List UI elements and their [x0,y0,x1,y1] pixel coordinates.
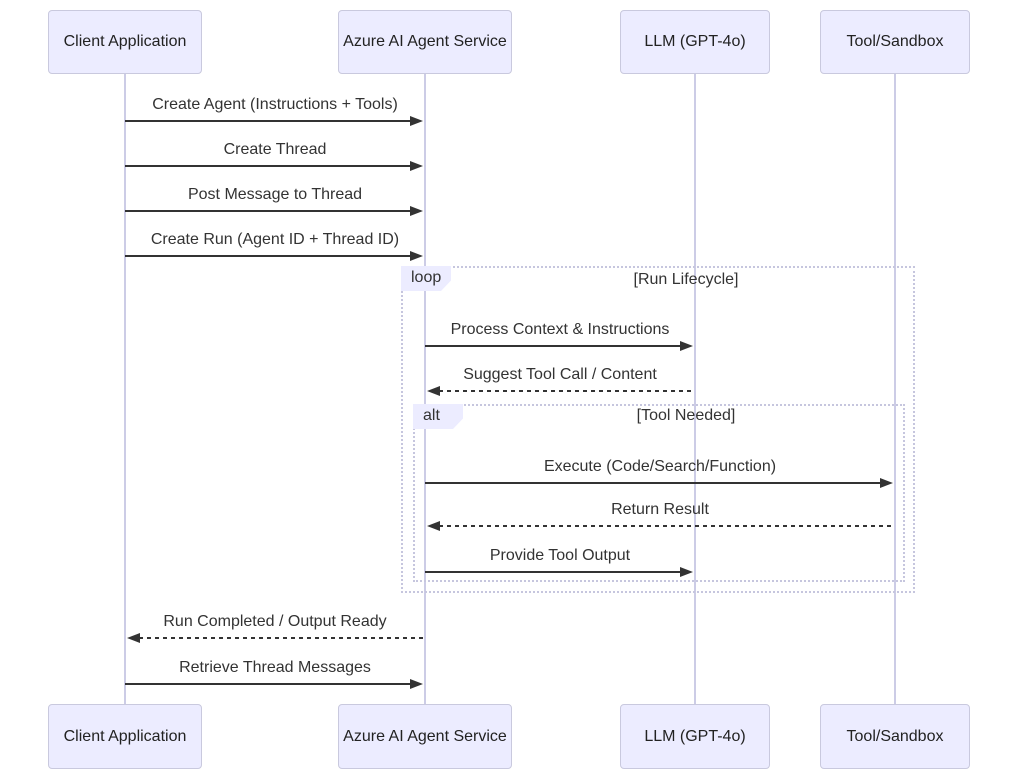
message-6-label: Suggest Tool Call / Content [463,366,657,383]
message-7-label: Execute (Code/Search/Function) [543,458,777,475]
message-10-label: Run Completed / Output Ready [163,613,387,630]
message-7-line [425,482,881,484]
message-6-line [439,390,695,392]
message-8-arrowhead-icon [427,521,440,531]
actor-azure-ai-agent-service-bottom: Azure AI Agent Service [338,704,512,769]
actor-llm-gpt4o-top: LLM (GPT-4o) [620,10,770,74]
lifeline-llm-gpt4o [694,74,696,704]
actor-tool-sandbox-top: Tool/Sandbox [820,10,970,74]
message-3-label: Post Message to Thread [187,186,363,203]
lifeline-azure-ai-agent-service [424,74,426,704]
actor-tool-sandbox-bottom: Tool/Sandbox [820,704,970,769]
message-9-line [425,571,681,573]
message-5-line [425,345,681,347]
loop-frame [401,266,915,593]
message-2-line [125,165,411,167]
actor-label: Azure AI Agent Service [343,33,507,50]
actor-label: Azure AI Agent Service [343,727,507,745]
message-4-label: Create Run (Agent ID + Thread ID) [150,231,400,248]
message-2-label: Create Thread [223,141,327,158]
message-2-arrowhead-icon [410,161,423,171]
actor-label: LLM (GPT-4o) [644,727,746,745]
actor-label: Tool/Sandbox [846,33,944,50]
actor-label: LLM (GPT-4o) [644,33,746,50]
message-8-line [439,525,895,527]
actor-label: Client Application [63,33,187,50]
message-9-label: Provide Tool Output [489,547,631,564]
loop-frame-title: [Run Lifecycle] [633,271,739,288]
message-11-arrowhead-icon [410,679,423,689]
message-6-arrowhead-icon [427,386,440,396]
message-10-line [139,637,425,639]
actor-label: Client Application [63,727,187,745]
message-10-arrowhead-icon [127,633,140,643]
message-4-arrowhead-icon [410,251,423,261]
message-11-line [125,683,411,685]
message-3-arrowhead-icon [410,206,423,216]
alt-frame [413,404,905,582]
message-1-label: Create Agent (Instructions + Tools) [152,96,398,113]
message-7-arrowhead-icon [880,478,893,488]
message-5-arrowhead-icon [680,341,693,351]
actor-llm-gpt4o-bottom: LLM (GPT-4o) [620,704,770,769]
message-4-line [125,255,411,257]
loop-frame-label: loop [401,266,451,291]
lifeline-client-application [124,74,126,704]
actor-label: Tool/Sandbox [846,727,944,745]
message-1-arrowhead-icon [410,116,423,126]
message-3-line [125,210,411,212]
message-1-line [125,120,411,122]
alt-frame-label: alt [413,404,463,429]
message-9-arrowhead-icon [680,567,693,577]
actor-client-application-bottom: Client Application [48,704,202,769]
alt-frame-title: [Tool Needed] [636,407,736,424]
actor-azure-ai-agent-service-top: Azure AI Agent Service [338,10,512,74]
message-8-label: Return Result [611,501,709,518]
message-11-label: Retrieve Thread Messages [179,659,371,676]
lifeline-tool-sandbox [894,74,896,704]
message-5-label: Process Context & Instructions [450,321,670,338]
actor-client-application-top: Client Application [48,10,202,74]
